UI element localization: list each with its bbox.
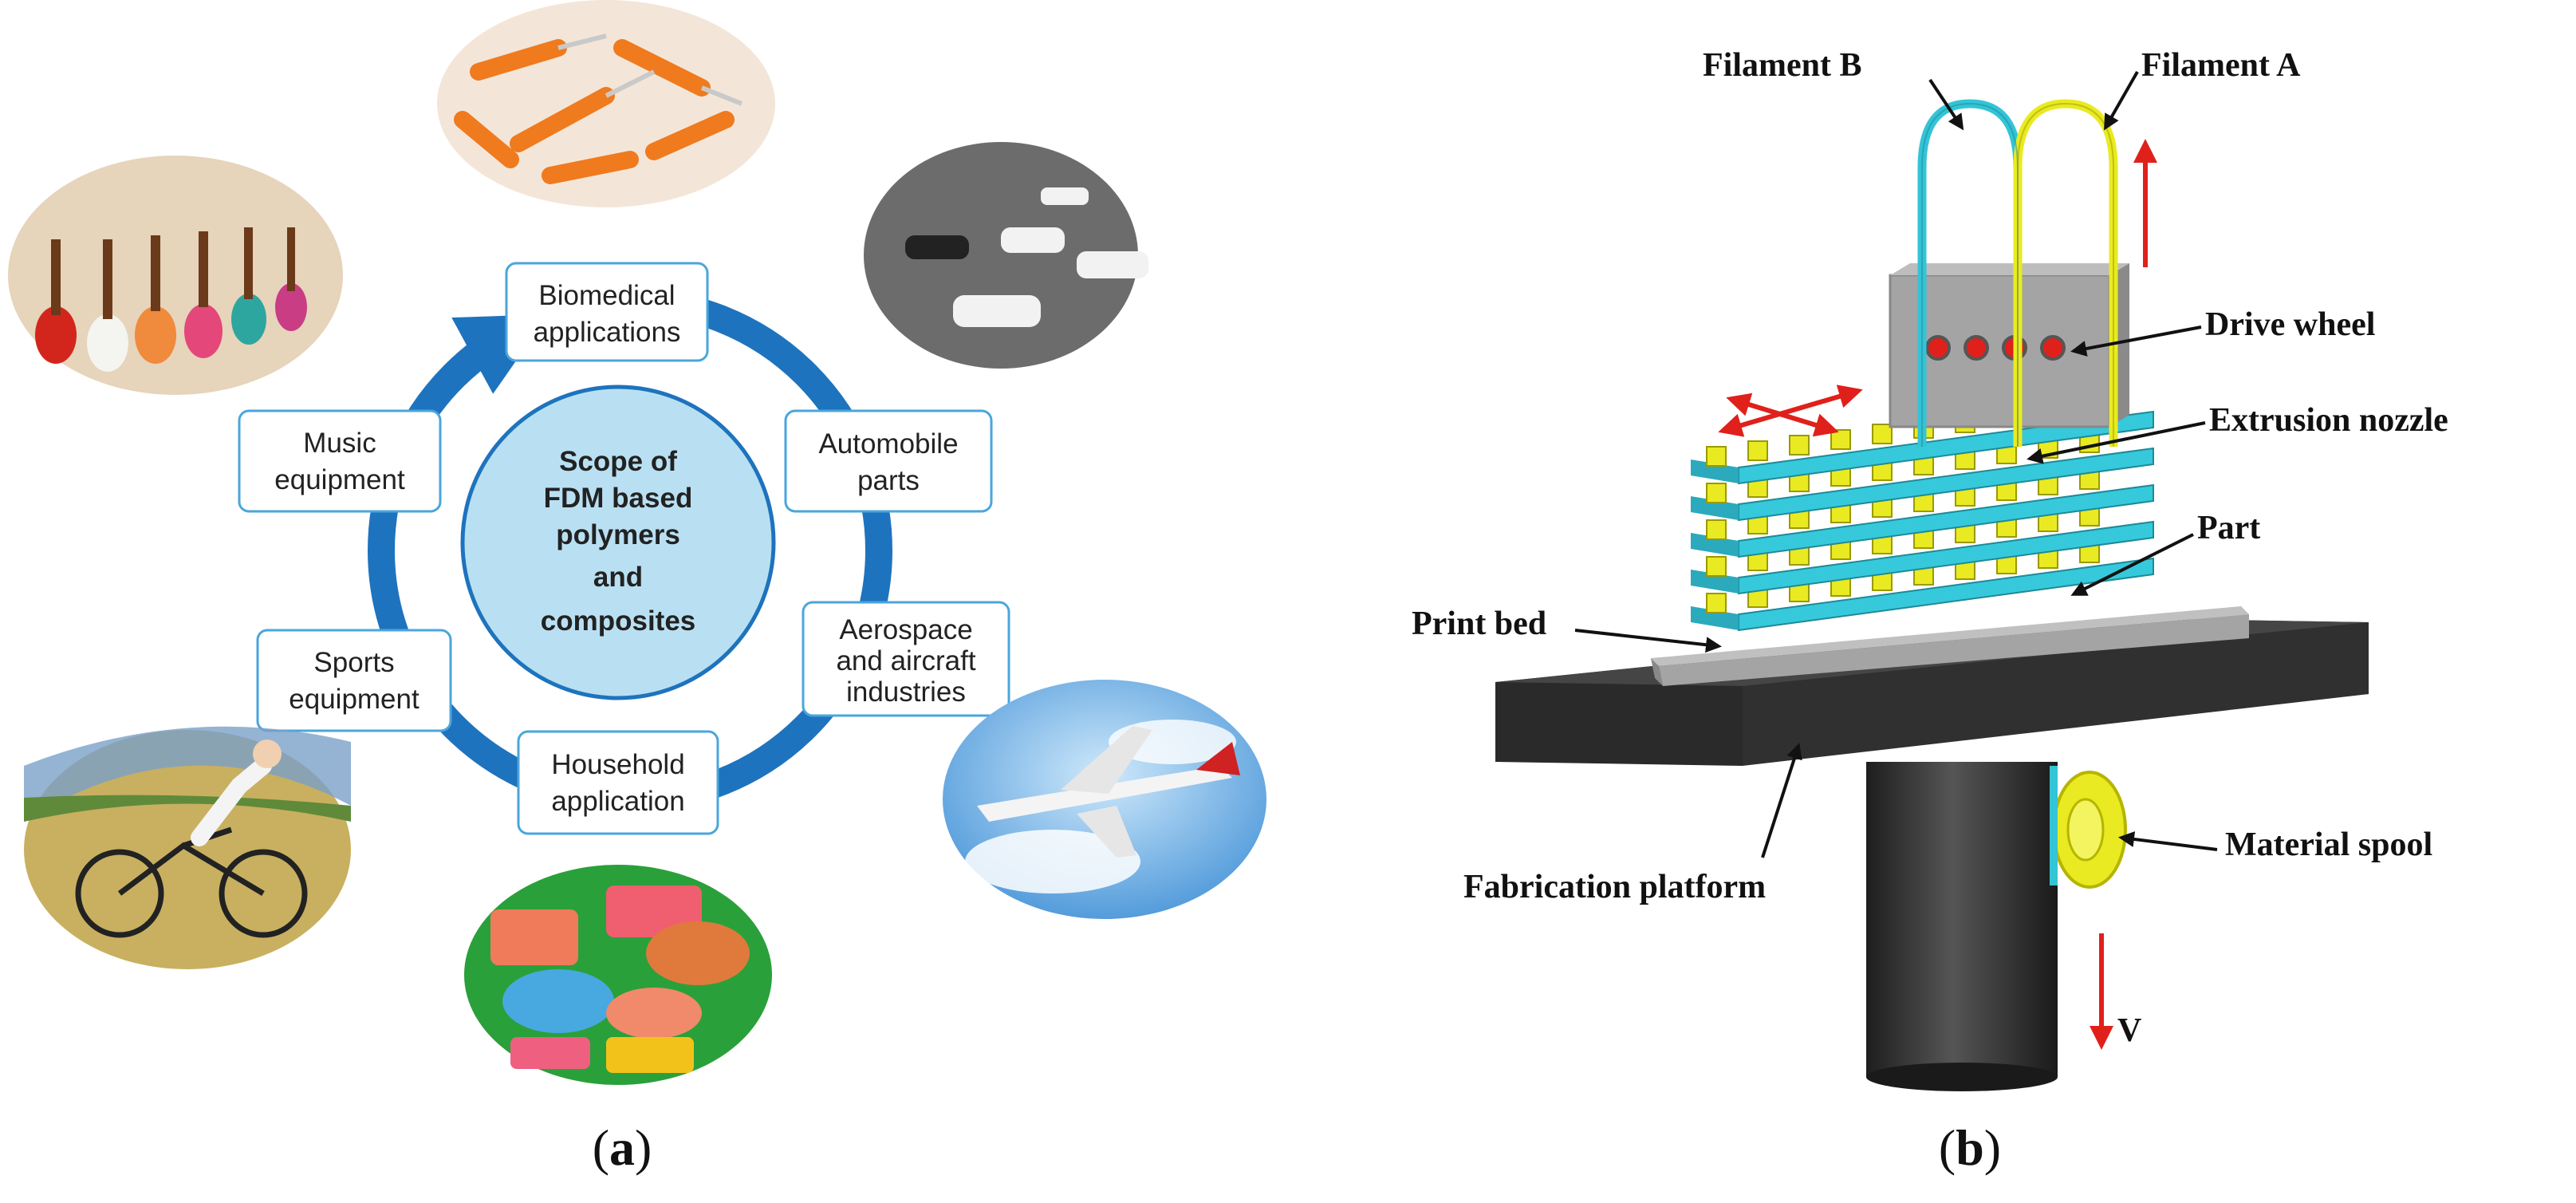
label-drive-wheel: Drive wheel	[2205, 306, 2375, 343]
xy-arrow-2	[1726, 392, 1839, 437]
box-aerospace-line-1: Aerospace	[839, 614, 972, 645]
box-sports-line-2: equipment	[289, 684, 419, 715]
part-rod-yellow	[1706, 446, 1727, 467]
leader-lines	[1574, 71, 2218, 858]
label-extrusion-nozzle: Extrusion nozzle	[2209, 402, 2448, 439]
label-v: V	[2117, 1012, 2141, 1049]
box-music-line-1: Music	[303, 428, 376, 459]
box-automobile-line-2: parts	[857, 465, 920, 496]
photo-household	[464, 865, 772, 1085]
box-aerospace-line-3: industries	[846, 676, 966, 708]
center-line-5: composites	[541, 605, 696, 637]
center-line-3: polymers	[556, 519, 680, 550]
box-automobile-line-1: Automobile	[818, 428, 958, 460]
photo-ukuleles	[8, 156, 343, 395]
print-bed	[1651, 606, 2249, 686]
box-biomedical-line-2: applications	[534, 317, 681, 348]
caption-b: (b)	[1939, 1119, 2001, 1176]
xy-arrow-1	[1718, 385, 1863, 437]
center-circle	[460, 385, 776, 700]
label-filament-a: Filament A	[2141, 47, 2301, 84]
photo-airplane	[943, 680, 1266, 919]
box-biomedical: Biomedical applications	[505, 262, 709, 362]
box-sports-line-1: Sports	[313, 647, 394, 678]
photo-syringes	[437, 0, 775, 207]
box-music-line-2: equipment	[274, 464, 405, 495]
part-rod-yellow	[1872, 424, 1893, 444]
center-line-1: Scope of	[559, 446, 677, 477]
center-line-4: and	[593, 562, 643, 593]
part-rod-yellow	[1747, 440, 1768, 461]
part-rod-yellow	[1955, 486, 1975, 507]
drive-wheel-icon	[1925, 335, 2066, 361]
box-aerospace-line-2: and aircraft	[836, 645, 975, 676]
ring-arrow	[411, 314, 549, 423]
box-household: Household application	[517, 730, 719, 835]
part-rod-yellow	[1706, 593, 1727, 613]
material-spool	[2050, 766, 2127, 889]
panel-a: Scope of FDM based polymers and composit…	[8, 0, 1266, 1176]
platform-pillar	[1866, 762, 2058, 1077]
caption-a: (a)	[593, 1119, 652, 1176]
label-part: Part	[2197, 510, 2260, 546]
label-fabrication-platform: Fabrication platform	[1463, 869, 1766, 905]
box-aerospace: Aerospace and aircraft industries	[802, 601, 1010, 717]
part-rod-yellow	[1706, 483, 1727, 503]
part-rod-yellow	[1789, 435, 1810, 456]
photo-bicycle	[24, 726, 351, 969]
panel-b: Filament B Filament A Drive wheel Extrus…	[1412, 47, 2448, 1176]
center-text: Scope of FDM based polymers and composit…	[541, 446, 696, 637]
center-line-2: FDM based	[544, 483, 693, 514]
part-rod-yellow	[1830, 429, 1851, 450]
box-sports: Sports equipment	[256, 629, 452, 732]
label-filament-b: Filament B	[1703, 47, 1861, 84]
label-print-bed: Print bed	[1412, 605, 1546, 642]
box-automobile: Automobile parts	[784, 409, 993, 513]
label-material-spool: Material spool	[2225, 826, 2432, 863]
box-music: Music equipment	[238, 409, 442, 513]
part-rod-yellow	[1706, 519, 1727, 540]
part-rod-yellow	[1706, 556, 1727, 577]
box-household-line-2: application	[551, 786, 684, 817]
box-household-line-1: Household	[551, 749, 684, 780]
box-biomedical-line-1: Biomedical	[538, 280, 675, 311]
photo-cars	[864, 142, 1148, 369]
